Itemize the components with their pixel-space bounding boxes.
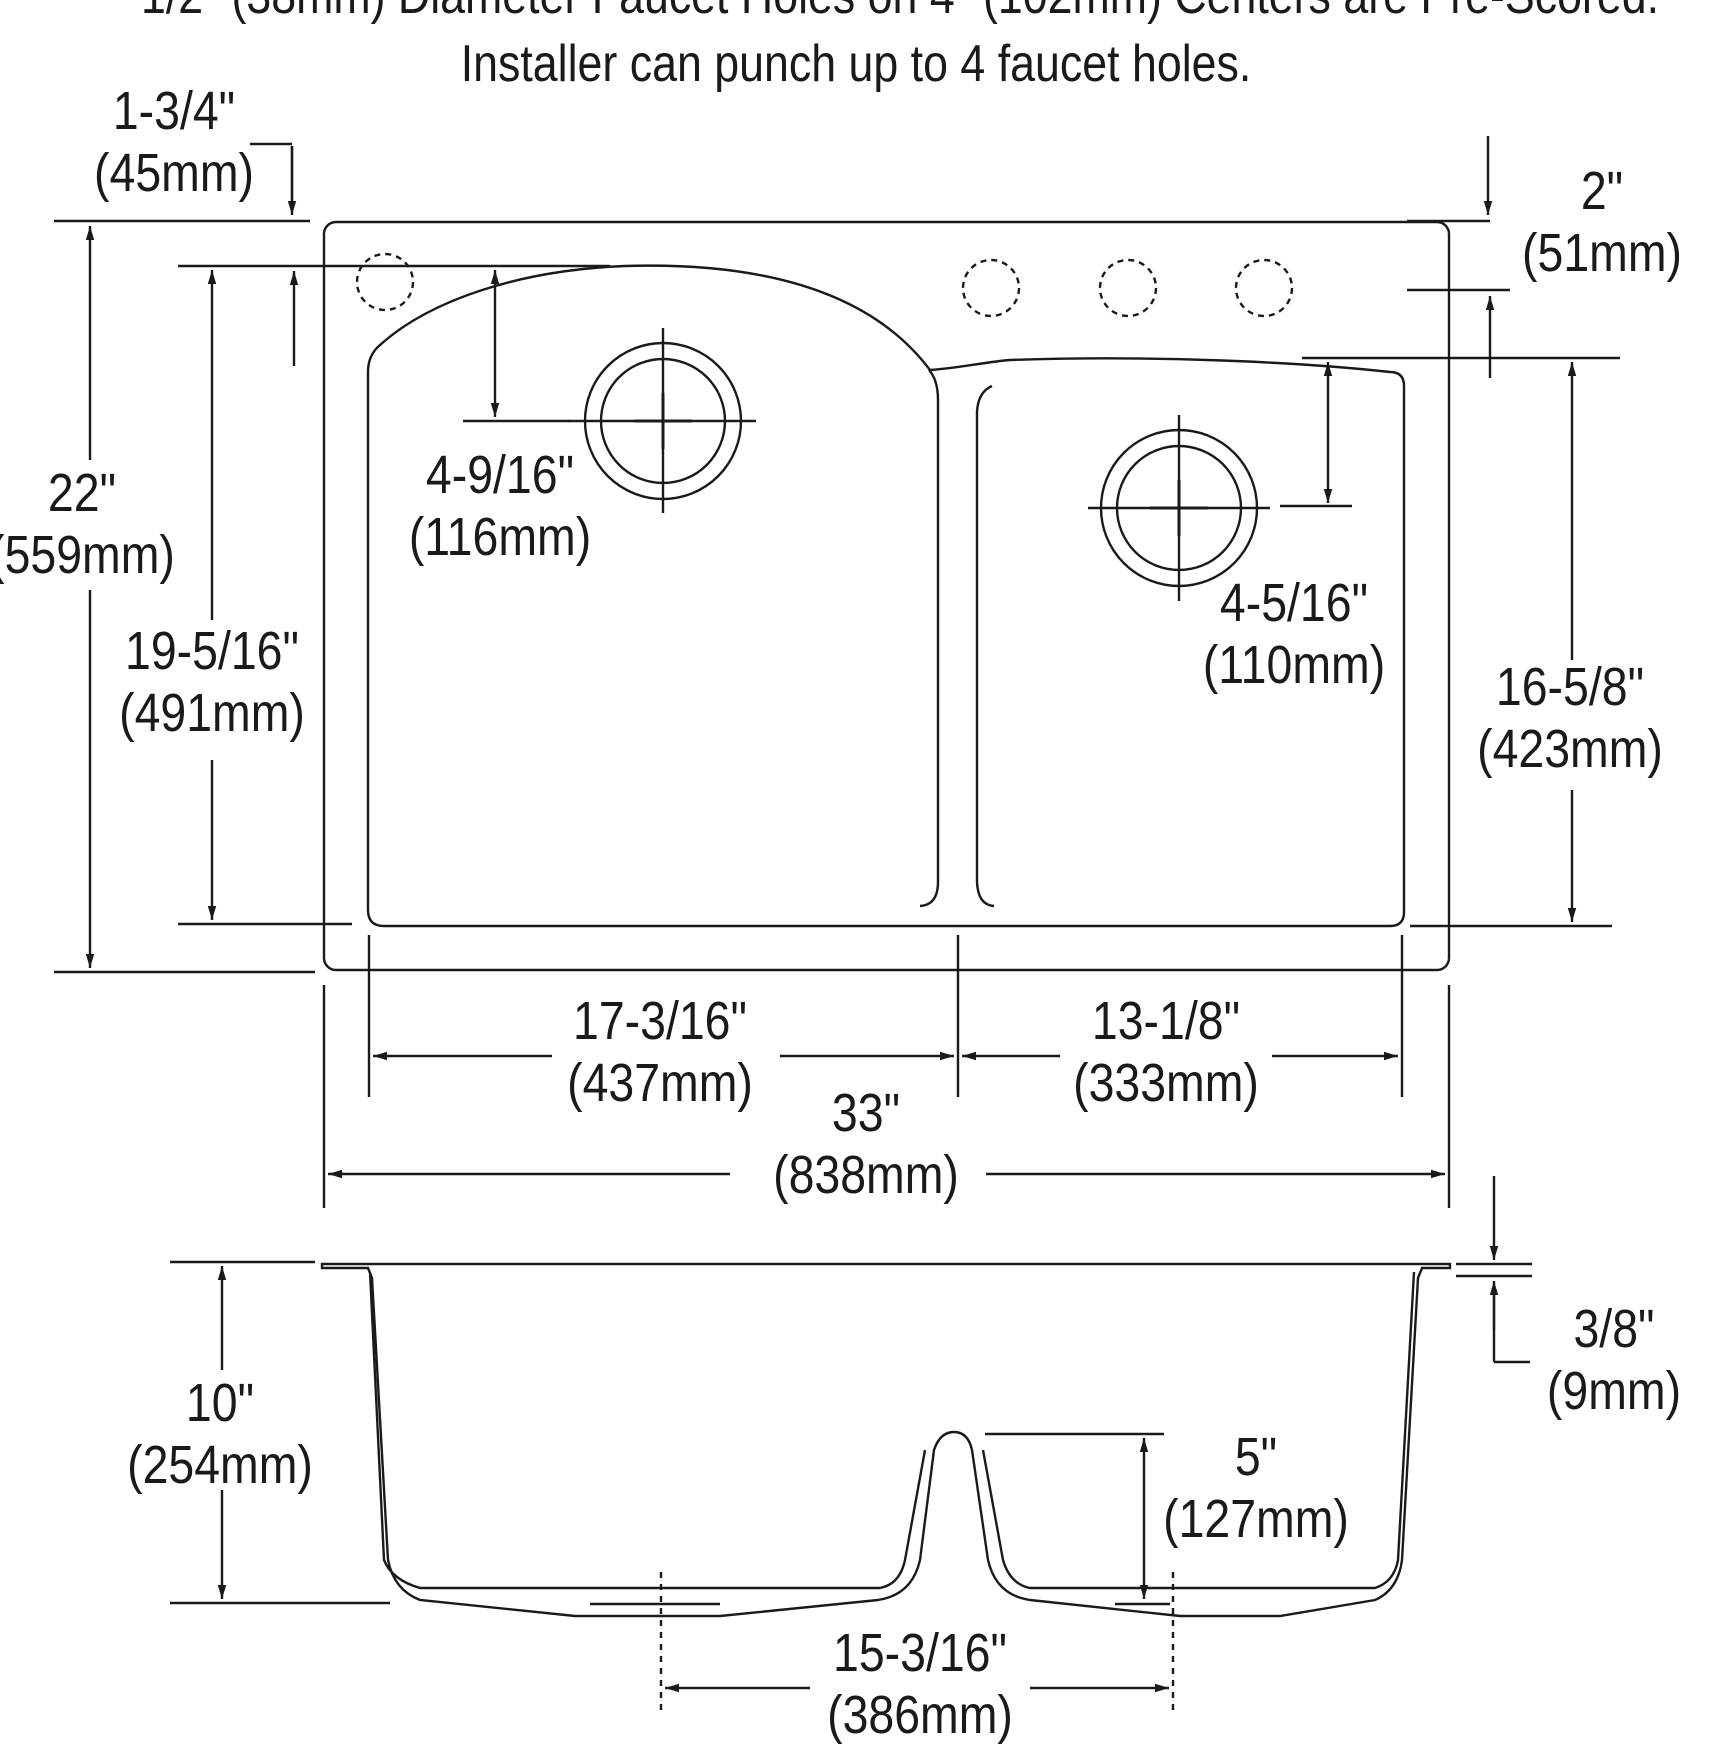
faucet-hole-4 <box>1234 258 1294 318</box>
dim-drain-left-imperial: 4-9/16" <box>425 445 575 505</box>
dim-rim-thickness-imperial: 3/8" <box>1573 1299 1655 1359</box>
dim-divider-height: 5" (127mm) <box>1163 1426 1349 1550</box>
sink-profile-inner <box>368 1271 927 1590</box>
sink-side-view <box>170 1176 1532 1710</box>
dim-drain-left-metric: (116mm) <box>408 507 592 567</box>
dim-bowl-width-left-metric: (437mm) <box>567 1053 753 1113</box>
sink-profile-inner <box>981 1271 1416 1590</box>
dim-ledge-right: 2" (51mm) <box>1522 160 1682 284</box>
dim-overall-width-imperial: 33" <box>831 1083 901 1143</box>
dim-overall-depth-imperial: 22" <box>47 463 117 523</box>
dim-drain-right-imperial: 4-5/16" <box>1219 573 1369 633</box>
dim-overall-depth: 22" (559mm) <box>0 462 175 586</box>
dim-ledge-top-metric: (45mm) <box>94 143 254 203</box>
header-note-line2: Installer can punch up to 4 faucet holes… <box>460 35 1252 93</box>
dim-overall-depth-metric: (559mm) <box>0 525 175 585</box>
faucet-hole-1 <box>355 252 415 312</box>
dim-overall-width-metric: (838mm) <box>773 1145 959 1205</box>
header-note-line1: 1/2" (38mm) Diameter Faucet Holes on 4" … <box>141 0 1659 26</box>
dim-ledge-top-imperial: 1-3/4" <box>112 81 236 141</box>
sink-profile-outer <box>320 1262 1452 1618</box>
sink-top-view <box>54 136 1620 1208</box>
left-drain <box>568 328 756 513</box>
dim-drain-spacing: 15-3/16" (386mm) <box>827 1622 1013 1746</box>
dim-drain-spacing-metric: (386mm) <box>827 1685 1013 1745</box>
dim-bowl-height-imperial: 10" <box>185 1373 255 1433</box>
dim-drain-spacing-imperial: 15-3/16" <box>832 1623 1007 1683</box>
dim-drain-left: 4-9/16" (116mm) <box>409 444 591 568</box>
dim-bowl-depth-left-metric: (491mm) <box>119 683 305 743</box>
dim-ledge-right-imperial: 2" <box>1580 161 1624 221</box>
dim-bowl-height: 10" (254mm) <box>127 1372 313 1496</box>
dim-bowl-height-metric: (254mm) <box>127 1435 313 1495</box>
dim-divider-height-metric: (127mm) <box>1163 1489 1349 1549</box>
dim-bowl-depth-left: 19-5/16" (491mm) <box>119 620 305 744</box>
dim-bowl-depth-right-metric: (423mm) <box>1477 719 1663 779</box>
dim-rim-thickness-metric: (9mm) <box>1546 1361 1682 1421</box>
left-bowl-outline <box>366 264 1406 928</box>
dim-bowl-depth-right: 16-5/8" (423mm) <box>1477 656 1663 780</box>
bowl-divider <box>919 369 940 908</box>
dim-bowl-width-right: 13-1/8" (333mm) <box>1073 990 1259 1114</box>
sink-outline <box>322 220 1451 972</box>
dim-drain-right: 4-5/16" (110mm) <box>1203 572 1385 696</box>
dim-bowl-depth-left-imperial: 19-5/16" <box>124 621 299 681</box>
dim-bowl-depth-right-imperial: 16-5/8" <box>1495 657 1645 717</box>
bowl-divider <box>975 384 995 908</box>
dim-divider-height-imperial: 5" <box>1234 1427 1278 1487</box>
dim-bowl-width-right-metric: (333mm) <box>1073 1053 1259 1113</box>
dim-ledge-right-metric: (51mm) <box>1522 223 1682 283</box>
dim-bowl-width-left: 17-3/16" (437mm) <box>567 990 753 1114</box>
dim-bowl-width-right-imperial: 13-1/8" <box>1091 991 1241 1051</box>
right-drain <box>1088 415 1270 601</box>
sink-drawing <box>54 136 1620 1710</box>
dim-drain-right-metric: (110mm) <box>1202 635 1386 695</box>
dim-ledge-top: 1-3/4" (45mm) <box>94 80 254 204</box>
dim-rim-thickness: 3/8" (9mm) <box>1547 1298 1681 1422</box>
faucet-hole-3 <box>1098 258 1158 318</box>
dim-bowl-width-left-imperial: 17-3/16" <box>572 991 747 1051</box>
dim-overall-width: 33" (838mm) <box>773 1082 959 1206</box>
faucet-hole-2 <box>961 258 1021 318</box>
